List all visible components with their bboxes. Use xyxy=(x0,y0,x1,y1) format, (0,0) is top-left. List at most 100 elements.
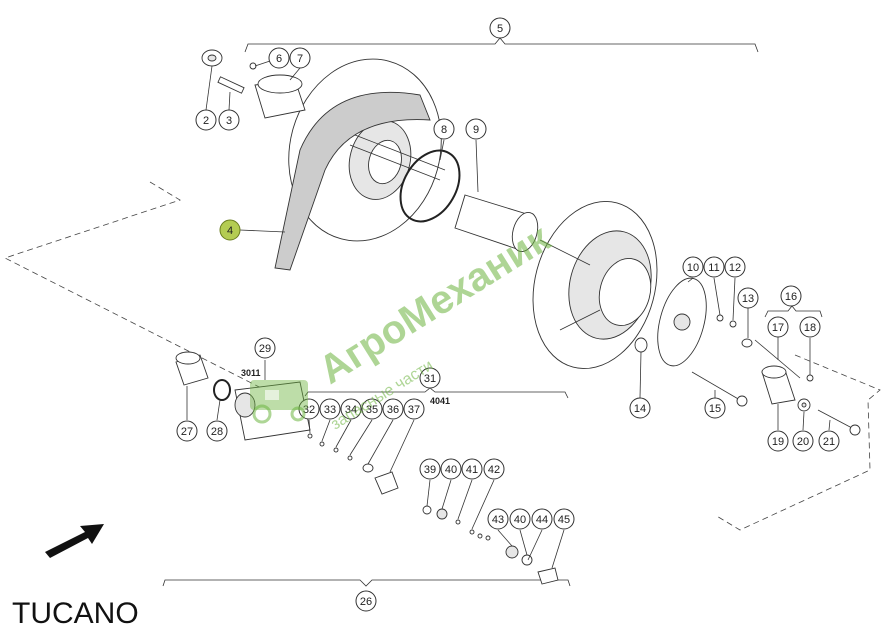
drive-belt xyxy=(274,91,431,271)
svg-text:45: 45 xyxy=(558,514,570,526)
svg-text:36: 36 xyxy=(387,404,399,416)
svg-text:44: 44 xyxy=(536,514,548,526)
callout-12: 12 xyxy=(724,256,746,278)
svg-text:39: 39 xyxy=(424,464,436,476)
svg-text:34: 34 xyxy=(345,404,357,416)
washer-part xyxy=(797,398,811,412)
cylinder-part xyxy=(175,351,209,386)
callout-26: 26 xyxy=(355,590,377,612)
screw-part xyxy=(817,409,861,436)
direction-arrow-icon xyxy=(45,524,104,558)
svg-text:33: 33 xyxy=(324,404,336,416)
bushing-part xyxy=(201,49,223,67)
svg-text:27: 27 xyxy=(181,426,193,438)
fittings-lower xyxy=(422,505,559,585)
callout-9: 9 xyxy=(465,118,487,140)
svg-text:20: 20 xyxy=(797,436,809,448)
svg-text:12: 12 xyxy=(729,262,741,274)
small-bolt-parts xyxy=(716,314,814,382)
callout-28: 28 xyxy=(206,420,228,442)
svg-text:32: 32 xyxy=(303,404,315,416)
svg-text:14: 14 xyxy=(634,403,646,415)
group-bracket-5 xyxy=(244,37,759,53)
group-bracket-26 xyxy=(162,579,571,587)
callout-35: 35 xyxy=(361,398,383,420)
svg-text:15: 15 xyxy=(709,403,721,415)
model-label: TUCANO xyxy=(12,597,139,630)
callout-18: 18 xyxy=(799,316,821,338)
svg-text:40: 40 xyxy=(445,464,457,476)
callout-20: 20 xyxy=(792,430,814,452)
callout-42: 42 xyxy=(483,458,505,480)
callout-8: 8 xyxy=(433,118,455,140)
fittings-row xyxy=(307,433,399,495)
group-bracket-16 xyxy=(764,305,823,318)
svg-text:43: 43 xyxy=(492,514,504,526)
variator-hub xyxy=(532,200,658,370)
svg-text:17: 17 xyxy=(772,322,784,334)
svg-text:31: 31 xyxy=(424,373,436,385)
svg-text:9: 9 xyxy=(473,124,479,136)
code-3011: 3011 xyxy=(241,368,261,378)
callout-40-upper: 40 xyxy=(440,458,462,480)
callout-21: 21 xyxy=(818,430,840,452)
callout-27: 27 xyxy=(176,420,198,442)
svg-text:19: 19 xyxy=(772,436,784,448)
svg-text:21: 21 xyxy=(823,436,835,448)
callout-13: 13 xyxy=(737,287,759,309)
hydraulic-block xyxy=(234,381,311,441)
svg-text:2: 2 xyxy=(203,115,209,127)
callout-2: 2 xyxy=(195,109,217,131)
watermark-logo xyxy=(250,380,308,424)
leader-lines xyxy=(186,57,831,569)
code-4041: 4041 xyxy=(430,396,450,406)
callout-36: 36 xyxy=(382,398,404,420)
callout-37: 37 xyxy=(403,398,425,420)
callout-39: 39 xyxy=(419,458,441,480)
callout-6: 6 xyxy=(268,47,290,69)
svg-text:42: 42 xyxy=(488,464,500,476)
callout-4: 4 xyxy=(219,219,241,241)
callout-17: 17 xyxy=(767,316,789,338)
svg-text:18: 18 xyxy=(804,322,816,334)
callout-31: 31 xyxy=(419,367,441,389)
callout-34: 34 xyxy=(340,398,362,420)
watermark-brand: АгроМеханик xyxy=(311,216,558,393)
callout-16: 16 xyxy=(780,285,802,307)
svg-text:7: 7 xyxy=(297,53,303,65)
svg-text:10: 10 xyxy=(687,262,699,274)
svg-text:6: 6 xyxy=(276,53,282,65)
svg-text:11: 11 xyxy=(708,262,719,274)
svg-text:5: 5 xyxy=(497,23,503,35)
svg-text:35: 35 xyxy=(366,404,378,416)
svg-text:13: 13 xyxy=(742,293,754,305)
tube-part xyxy=(454,194,539,253)
callout-41: 41 xyxy=(461,458,483,480)
roller-part xyxy=(761,365,796,405)
callout-7: 7 xyxy=(289,47,311,69)
callout-33: 33 xyxy=(319,398,341,420)
svg-text:3: 3 xyxy=(226,115,232,127)
svg-text:40: 40 xyxy=(514,514,526,526)
callout-11: 11 xyxy=(703,256,725,278)
svg-text:26: 26 xyxy=(360,596,372,608)
callout-14: 14 xyxy=(629,397,651,419)
callout-10: 10 xyxy=(682,256,704,278)
o-ring-part xyxy=(399,149,461,223)
svg-text:4: 4 xyxy=(227,225,233,237)
dashed-frame-right xyxy=(714,354,881,531)
svg-text:29: 29 xyxy=(259,343,271,355)
svg-text:37: 37 xyxy=(408,404,420,416)
long-bolt xyxy=(691,371,748,407)
callout-5: 5 xyxy=(489,17,511,39)
sleeve-part xyxy=(249,62,306,119)
pin-part xyxy=(217,76,245,94)
svg-text:16: 16 xyxy=(785,291,797,303)
callout-40-lower: 40 xyxy=(509,508,531,530)
callout-44: 44 xyxy=(531,508,553,530)
callout-19: 19 xyxy=(767,430,789,452)
svg-text:8: 8 xyxy=(441,124,447,136)
callout-15: 15 xyxy=(704,397,726,419)
flange-plate xyxy=(657,277,707,367)
